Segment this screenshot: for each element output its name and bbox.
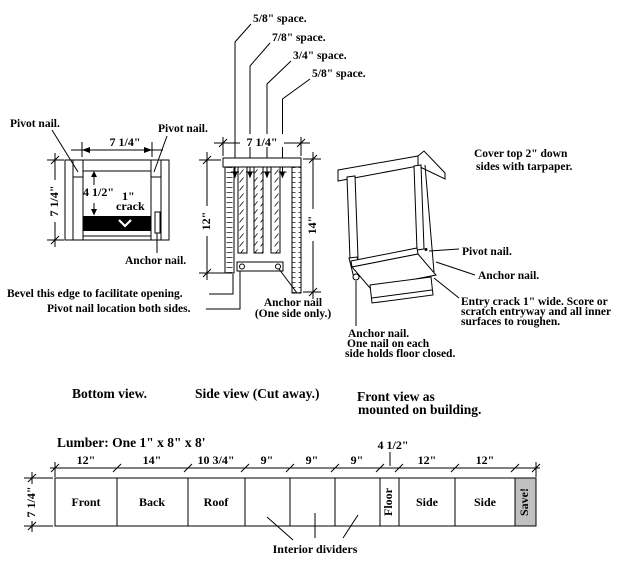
floor-anchor-note-1: Anchor nail. bbox=[348, 328, 409, 340]
cell-side-2: Side bbox=[474, 495, 497, 509]
entry-note-2: scratch entryway and all inner bbox=[461, 306, 611, 318]
side-view-right-dim: 14" bbox=[303, 152, 321, 299]
crack-dim-value: 1" bbox=[122, 189, 135, 203]
side-anchor-label-1: Anchor nail bbox=[264, 297, 322, 309]
crack-arrow-icon bbox=[118, 219, 132, 228]
dim-div-2: 9" bbox=[306, 453, 319, 467]
side-view-left-dim: 12" bbox=[199, 152, 233, 280]
front-view-caption-2: mounted on building. bbox=[358, 402, 481, 417]
pivot-nail-label-right: Pivot nail. bbox=[158, 123, 208, 135]
pivot-nail-hole bbox=[239, 263, 245, 270]
lumber-board bbox=[54, 477, 537, 527]
divider-1 bbox=[237, 166, 248, 254]
pivot-location-note: Pivot nail location both sides. bbox=[47, 303, 191, 315]
cell-side-1: Side bbox=[416, 495, 439, 509]
cell-roof: Roof bbox=[204, 495, 230, 509]
dim-roof: 10 3/4" bbox=[198, 453, 235, 467]
floor-top-face bbox=[351, 253, 437, 289]
space-label-2: 7/8" space. bbox=[272, 32, 326, 44]
left-rail bbox=[346, 175, 359, 260]
lumber-diagram: Lumber: One 1" x 8" x 8' Front Back Roof… bbox=[24, 435, 541, 556]
anchor-nail-label: Anchor nail. bbox=[125, 255, 186, 267]
floor-plate bbox=[236, 261, 284, 272]
floor-anchor-note-3: side holds floor closed. bbox=[345, 348, 455, 360]
dim-side-1: 12" bbox=[418, 453, 437, 467]
front-view-caption-1: Front view as bbox=[357, 389, 435, 404]
right-side-edge bbox=[424, 164, 435, 273]
bevel-note: Bevel this edge to facilitate opening. bbox=[7, 288, 183, 300]
space-label-3: 3/4" space. bbox=[293, 50, 347, 62]
bottom-width-value: 7 1/4" bbox=[110, 135, 141, 149]
pivot-nail-head bbox=[424, 248, 428, 251]
pivot-nail-label-left: Pivot nail. bbox=[10, 118, 60, 130]
anchor-nail-hole bbox=[275, 263, 281, 270]
side-anchor-label-2: (One side only.) bbox=[255, 308, 332, 320]
roof-end bbox=[417, 150, 446, 180]
bottom-view-height-dim: 7 1/4" bbox=[47, 153, 64, 247]
left-wall bbox=[224, 166, 235, 274]
inner-dim-value: 4 1/2" bbox=[83, 185, 114, 199]
bottom-view-width-dim: 7 1/4" bbox=[71, 135, 163, 157]
spacing-callouts: 5/8" space. 7/8" space. 3/4" space. 5/8"… bbox=[231, 13, 366, 179]
lumber-dim-line bbox=[50, 462, 541, 477]
lumber-height-value: 7 1/4" bbox=[24, 487, 38, 518]
bottom-view-inner-dim: 4 1/2" 1" crack bbox=[83, 171, 145, 216]
cell-save: Save! bbox=[517, 488, 531, 516]
dim-div-3: 9" bbox=[351, 453, 364, 467]
divider-2 bbox=[253, 166, 264, 254]
side-view-diagram: 7 1/4" 12" 14" Anchor nail (One side onl… bbox=[195, 134, 331, 401]
tarpaper-note-2: sides with tarpaper. bbox=[476, 161, 572, 173]
right-rail bbox=[413, 164, 425, 251]
space-label-4: 5/8" space. bbox=[312, 68, 366, 80]
cell-floor: Floor bbox=[381, 487, 395, 516]
space-leader-lines bbox=[231, 23, 311, 179]
front-pivot-label: Pivot nail. bbox=[462, 246, 512, 258]
space-label-1: 5/8" space. bbox=[253, 13, 307, 25]
interior-dividers-note: Interior dividers bbox=[273, 542, 358, 556]
bottom-height-value: 7 1/4" bbox=[47, 186, 61, 217]
entry-note-3: surfaces to roughen. bbox=[461, 316, 560, 328]
cell-back: Back bbox=[139, 495, 165, 509]
divider-3 bbox=[270, 166, 281, 254]
front-view-diagram: Cover top 2" down sides with tarpaper. P… bbox=[337, 148, 611, 417]
bottom-view-diagram: 7 1/4" 7 1/4" 4 1/2" 1" crack Pivot nail… bbox=[7, 118, 241, 401]
top-cap bbox=[222, 157, 302, 168]
tarpaper-note-1: Cover top 2" down bbox=[474, 148, 568, 160]
cell-front: Front bbox=[71, 495, 100, 509]
crack-word: crack bbox=[116, 199, 145, 213]
lumber-heading: Lumber: One 1" x 8" x 8' bbox=[57, 435, 206, 450]
right-wall bbox=[291, 166, 302, 294]
lumber-height-dim: 7 1/4" bbox=[24, 472, 53, 532]
dim-front: 12" bbox=[77, 453, 96, 467]
dim-div-1: 9" bbox=[261, 453, 274, 467]
dim-back: 14" bbox=[143, 453, 162, 467]
front-anchor-label: Anchor nail. bbox=[478, 270, 539, 282]
side-view-width-dim: 7 1/4" bbox=[214, 134, 310, 156]
bottom-view-caption: Bottom view. bbox=[72, 386, 147, 401]
dim-floor: 4 1/2" bbox=[378, 438, 409, 452]
anchor-nail-slot bbox=[154, 211, 161, 234]
entry-crack-bar bbox=[83, 216, 151, 231]
side-right-dim-value: 14" bbox=[305, 216, 319, 235]
dim-side-2: 12" bbox=[476, 453, 495, 467]
side-width-value: 7 1/4" bbox=[247, 135, 278, 149]
entry-note-1: Entry crack 1" wide. Score or bbox=[461, 296, 608, 308]
anchor-nail-head bbox=[352, 273, 360, 281]
floor-anchor-note-2: One nail on each bbox=[347, 338, 430, 350]
side-left-dim-value: 12" bbox=[199, 212, 213, 231]
side-view-caption: Side view (Cut away.) bbox=[195, 386, 320, 401]
